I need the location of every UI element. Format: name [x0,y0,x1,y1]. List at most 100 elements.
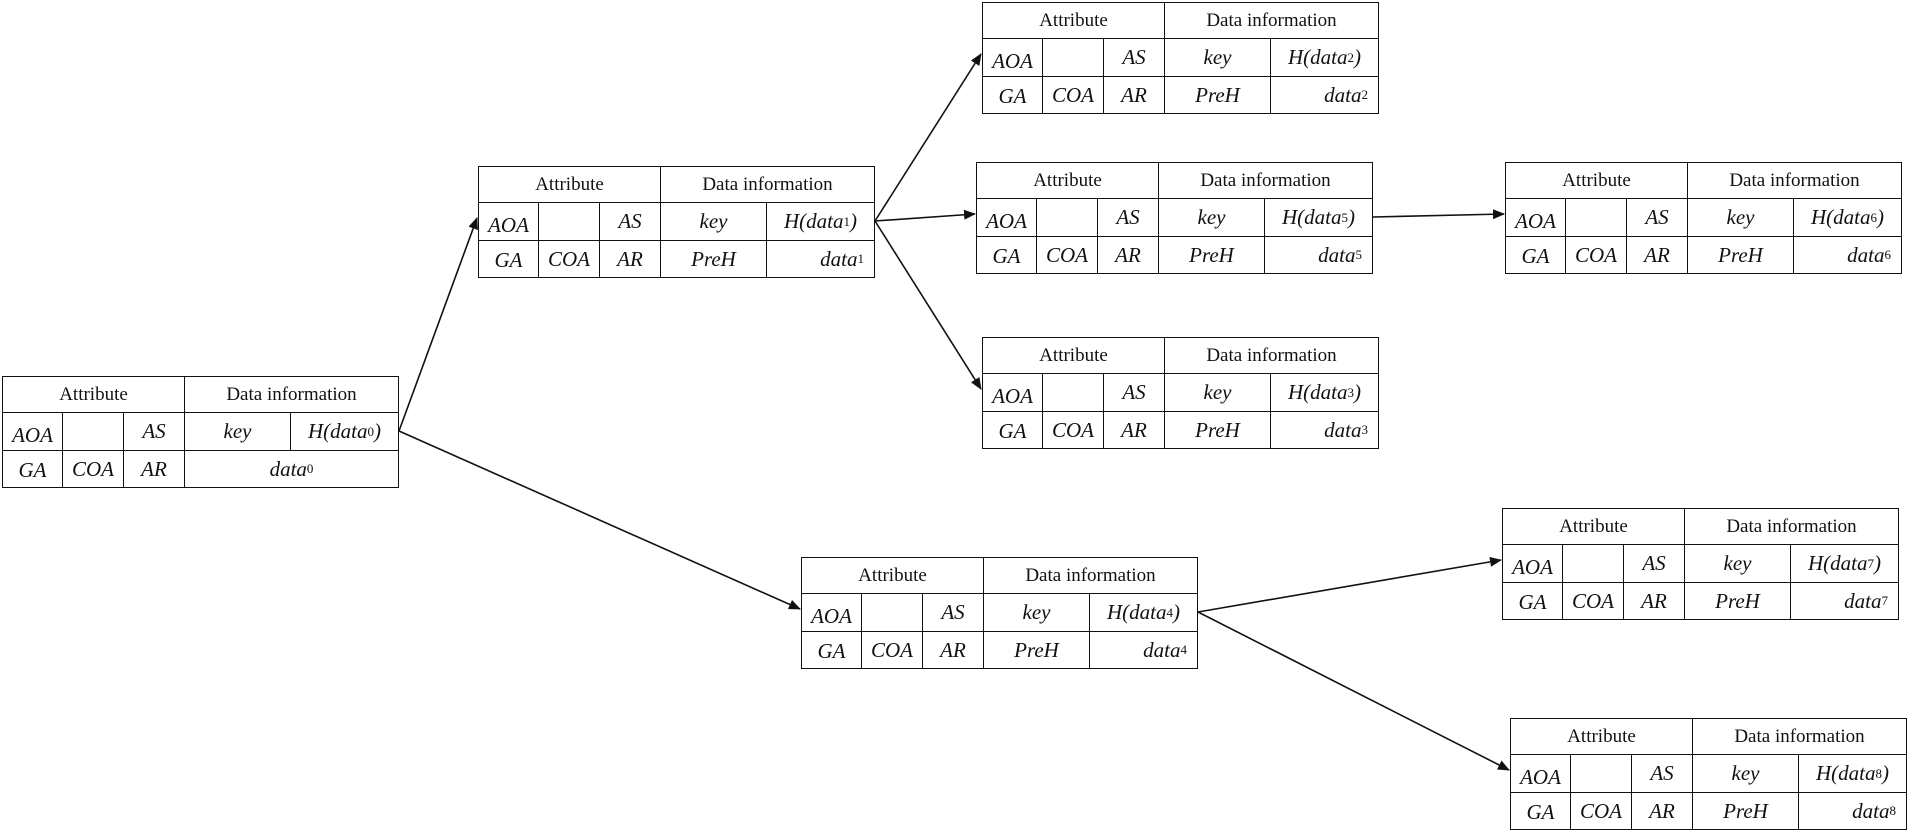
key-cell: key [984,594,1090,632]
key-cell: key [185,413,291,451]
ga-cell: GA [983,412,1043,448]
ar-cell: AR [124,451,185,487]
data-information-header: Data information [984,558,1197,594]
block-index: 8 [1889,803,1897,818]
preh-cell: PreH [1159,237,1265,273]
as-cell: AS [923,594,984,632]
arrow-5-to-6 [1372,209,1505,220]
ar-cell: AR [1627,237,1688,273]
preh-cell: PreH [1688,237,1794,273]
arrow-4-to-7 [1197,556,1502,613]
blank-cell [63,413,124,451]
blank-cell [1566,199,1627,237]
data-information-header: Data information [661,167,874,203]
blank-cell [1037,199,1098,237]
block-index: 8 [1875,765,1883,781]
coa-cell: COA [1037,237,1098,273]
block-index: 3 [1361,422,1369,437]
aoa-cell: AOA [1503,545,1563,583]
block-index: 7 [1867,555,1875,571]
aoa-cell: AOA [479,203,539,241]
key-cell: key [1159,199,1265,237]
arrow-1-to-3 [874,220,982,390]
block-index: 2 [1347,49,1355,65]
attribute-header: Attribute [1503,509,1685,545]
attribute-header: Attribute [802,558,984,594]
blank-cell [1563,545,1624,583]
block-index: 3 [1347,384,1355,400]
data-information-header: Data information [1688,163,1901,199]
attribute-header: Attribute [983,3,1165,39]
data-information-header: Data information [1165,3,1378,39]
preh-cell: PreH [1165,412,1271,448]
as-cell: AS [1098,199,1159,237]
key-cell: key [1688,199,1794,237]
preh-cell: PreH [1685,583,1791,619]
as-cell: AS [1104,374,1165,412]
preh-cell: PreH [1165,77,1271,113]
coa-cell: COA [1043,77,1104,113]
ga-cell: GA [479,241,539,277]
preh-cell: PreH [661,241,767,277]
coa-cell: COA [539,241,600,277]
attribute-header: Attribute [983,338,1165,374]
aoa-cell: AOA [1511,755,1571,793]
key-cell: key [1165,374,1271,412]
blank-cell [1571,755,1632,793]
as-cell: AS [124,413,185,451]
block-index: 6 [1884,247,1892,262]
block-index: 4 [1166,604,1174,620]
block-index: 1 [857,251,865,266]
aoa-cell: AOA [983,374,1043,412]
aoa-cell: AOA [983,39,1043,77]
data-information-header: Data information [1693,719,1906,755]
coa-cell: COA [862,632,923,668]
arrow-0-to-4 [398,430,801,610]
data-information-header: Data information [1159,163,1372,199]
coa-cell: COA [1563,583,1624,619]
ga-cell: GA [802,632,862,668]
ga-cell: GA [1506,237,1566,273]
block-index: 0 [306,461,314,476]
aoa-cell: AOA [3,413,63,451]
as-cell: AS [1632,755,1693,793]
ga-cell: GA [1511,793,1571,829]
ar-cell: AR [600,241,661,277]
attribute-header: Attribute [977,163,1159,199]
as-cell: AS [1624,545,1685,583]
blank-cell [1043,374,1104,412]
as-cell: AS [600,203,661,241]
block-index: 2 [1361,87,1369,102]
block-index: 1 [843,213,851,229]
attribute-header: Attribute [479,167,661,203]
aoa-cell: AOA [1506,199,1566,237]
ar-cell: AR [1624,583,1685,619]
attribute-header: Attribute [1511,719,1693,755]
block-index: 7 [1881,593,1889,608]
ar-cell: AR [1632,793,1693,829]
block-index: 5 [1341,209,1349,225]
data-information-header: Data information [1165,338,1378,374]
attribute-header: Attribute [1506,163,1688,199]
ar-cell: AR [1104,412,1165,448]
data-information-header: Data information [185,377,398,413]
key-cell: key [1165,39,1271,77]
